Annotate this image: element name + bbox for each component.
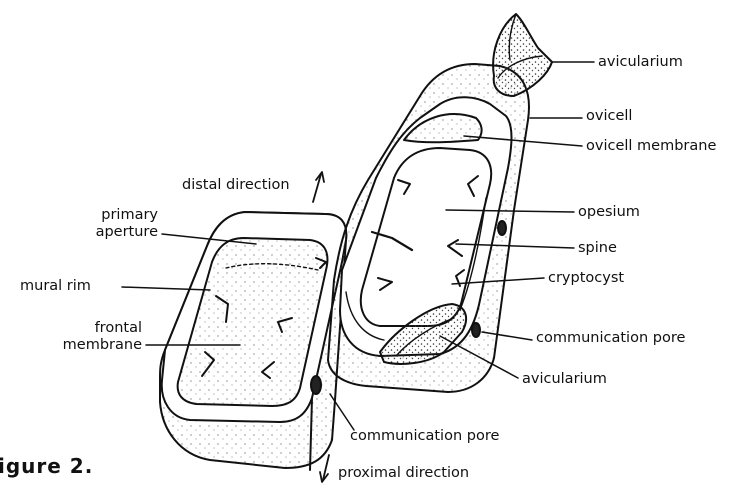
label-frontal-membrane-line2: membrane xyxy=(40,337,142,354)
label-avicularium-bottom: avicularium xyxy=(522,371,607,388)
label-frontal-membrane: frontal membrane xyxy=(40,320,142,353)
label-opesium: opesium xyxy=(578,204,640,221)
left-communication-pore xyxy=(311,376,321,394)
side-communication-pore xyxy=(498,221,506,235)
label-primary-aperture: primary aperture xyxy=(60,207,158,240)
label-cryptocyst: cryptocyst xyxy=(548,270,624,287)
proximal-arrow xyxy=(320,455,329,482)
label-spine: spine xyxy=(578,240,617,257)
right-communication-pore xyxy=(472,323,480,337)
label-distal-direction: distal direction xyxy=(182,177,290,194)
figure-caption: igure 2. xyxy=(0,454,93,478)
avicularium-top xyxy=(493,14,552,96)
label-mural-rim: mural rim xyxy=(20,278,91,295)
label-primary-aperture-line2: aperture xyxy=(60,224,158,241)
label-proximal-direction: proximal direction xyxy=(338,465,469,482)
label-frontal-membrane-line1: frontal xyxy=(40,320,142,337)
label-ovicell-membrane: ovicell membrane xyxy=(586,138,716,155)
label-communication-pore-right: communication pore xyxy=(536,330,685,347)
right-zooid xyxy=(328,64,529,392)
label-communication-pore-bottom: communication pore xyxy=(350,428,499,445)
label-primary-aperture-line1: primary xyxy=(60,207,158,224)
label-ovicell: ovicell xyxy=(586,108,632,125)
label-avicularium-top: avicularium xyxy=(598,54,683,71)
distal-arrow xyxy=(313,172,324,202)
left-zooid xyxy=(160,212,346,470)
